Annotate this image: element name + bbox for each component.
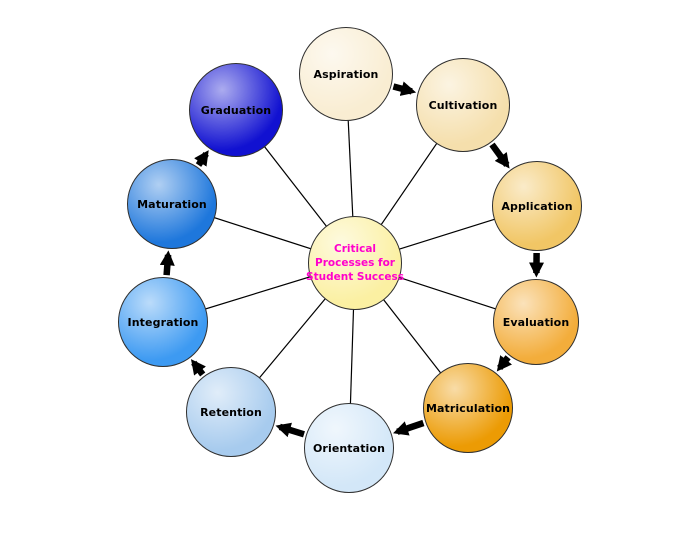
node-orientation: Orientation (304, 403, 394, 493)
node-matriculation: Matriculation (423, 363, 513, 453)
center-label-line-3: Student Success (306, 271, 404, 284)
node-matriculation-label: Matriculation (425, 401, 511, 415)
node-application: Application (492, 161, 582, 251)
node-graduation: Graduation (189, 63, 283, 157)
node-application-label: Application (501, 199, 573, 213)
node-maturation-label: Maturation (137, 197, 207, 211)
center-node: Critical Processes for Student Success (306, 216, 404, 310)
node-integration: Integration (118, 277, 208, 367)
node-evaluation: Evaluation (493, 279, 579, 365)
node-retention: Retention (186, 367, 276, 457)
center-label-line-1: Critical (334, 242, 377, 255)
center-label-line-2: Processes for (315, 256, 395, 269)
node-integration-label: Integration (127, 315, 199, 329)
node-cultivation-label: Cultivation (428, 98, 498, 112)
node-maturation: Maturation (127, 159, 217, 249)
node-aspiration: Aspiration (299, 27, 393, 121)
node-graduation-label: Graduation (200, 103, 272, 117)
node-retention-label: Retention (200, 405, 262, 419)
node-aspiration-label: Aspiration (313, 67, 379, 81)
node-evaluation-label: Evaluation (502, 315, 570, 329)
node-orientation-label: Orientation (312, 441, 386, 455)
center-node-label: Critical Processes for Student Success (306, 242, 404, 285)
node-cultivation: Cultivation (416, 58, 510, 152)
